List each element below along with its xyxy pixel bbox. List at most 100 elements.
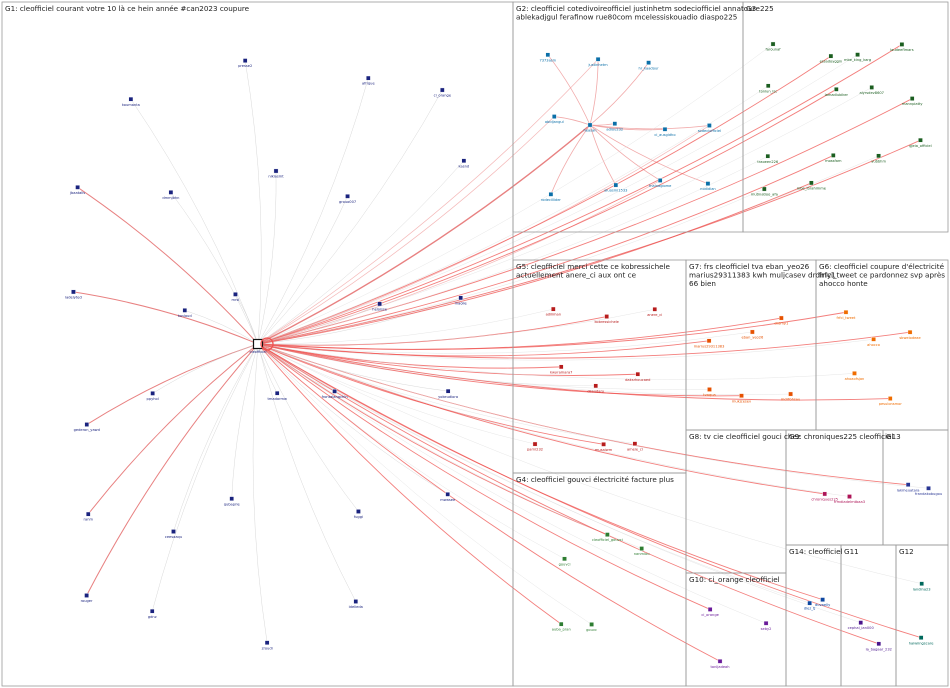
node-label: marius29311383 [694,344,725,348]
node-label: laudeeflmars [890,48,914,52]
node-label: ppyhol [147,397,159,401]
node-label: gouvc [586,628,597,632]
node-label: niklasmt [268,175,284,179]
node-label: dmmjbhn [162,196,179,200]
node-avatar-icon [562,557,566,561]
node-label: heasan [583,129,596,133]
node-avatar-icon [233,292,237,296]
node-label: mwasee [440,498,456,502]
node-label: mbe_king_karg [844,58,871,62]
node-label: yokeudiora [438,395,458,399]
node-avatar-icon [707,339,711,343]
node-label: cleofficiel [249,350,266,354]
node-avatar-icon [888,396,892,400]
node-avatar-icon [446,492,450,496]
node-avatar-icon [779,316,783,320]
node-avatar-icon [926,486,930,490]
node-label: zroudi [262,646,273,650]
node-avatar-icon [151,391,155,395]
group-title-g7-line-2: 66 bien [689,279,716,288]
node-label: tonljadeah [710,665,729,669]
node-label: ahocco [867,343,880,347]
group-title-g11-line-0: G11 [844,547,859,556]
node-avatar-icon [808,601,812,605]
node-avatar-icon [129,97,133,101]
node-avatar-icon [877,642,881,646]
node-label: kasnd [459,164,470,168]
node-label: 7373asm [539,58,556,62]
node-label: mutinatioo_afa [751,193,778,197]
node-avatar-icon [788,392,792,396]
group-title-g6-line-2: ahocco honte [819,279,868,288]
node-avatar-icon [876,154,880,158]
node-avatar-icon [762,187,766,191]
node-avatar-icon [908,330,912,334]
node-label: ci_orange [701,613,719,617]
node-avatar-icon [601,442,605,446]
node-avatar-icon [653,307,657,311]
node-avatar-icon [707,387,711,391]
group-title-g13-line-0: G13 [886,432,901,441]
group-title-g14-line-0: G14: cleofficiel [789,547,843,556]
node-avatar-icon [345,194,349,198]
node-avatar-icon [870,85,874,89]
group-title-g4-line-0: G4: cleofficiel gouvci électricité factu… [516,475,674,484]
node-label: tmadarmw [267,397,287,401]
node-label: presse2 [238,64,252,68]
node-avatar-icon [718,659,722,663]
node-avatar-icon [589,622,593,626]
node-label: dsaudary [587,389,605,393]
node-label: gouvci [559,562,571,566]
node-label: eban_yeo26 [741,336,764,340]
node-avatar-icon [71,290,75,294]
node-avatar-icon [596,57,600,61]
node-avatar-icon [847,494,851,498]
node-avatar-icon [85,422,89,426]
node-avatar-icon [821,598,825,602]
node-label: la_bagaar_232 [866,647,892,651]
node-label: cleofficiel_gouvci [592,538,623,542]
node-label: fnalnagiome [649,184,672,188]
node-avatar-icon [823,492,827,496]
node-label: nanmiou [634,552,650,556]
node-avatar-icon [243,59,247,63]
node-label: gdnz [148,615,157,619]
node-avatar-icon [844,310,848,314]
node-avatar-icon [918,138,922,142]
node-avatar-icon [910,96,914,100]
node-avatar-icon [614,183,618,187]
node-label: kobressichele [594,320,619,324]
node-avatar-icon [551,307,555,311]
node-avatar-icon [640,546,644,550]
node-avatar-icon [706,182,710,186]
node-label: tonlaud [178,314,192,318]
node-avatar-icon [462,159,466,163]
node-label: ameie_cl [627,447,643,451]
node-avatar-icon [356,509,360,513]
node-avatar-icon [900,42,904,46]
group-title-g10-line-0: G10: ci_orange cleofficiel [689,575,780,584]
node-label: frandakobugou [915,492,942,496]
node-label: mossfam [825,159,842,163]
node-label: sodeciofficiel [698,129,721,133]
node-label: koumanta [122,103,140,107]
node-avatar-icon [739,394,743,398]
node-avatar-icon [633,442,637,446]
node-label: gederon_yawd [74,428,100,432]
node-label: lamadlubiker [825,93,849,97]
node-avatar-icon [636,372,640,376]
group-title-g2-line-1: ablekadjgul ferafinow rue80com mcelessis… [516,13,737,22]
node-avatar-icon [594,384,598,388]
node-avatar-icon [809,181,813,185]
node-label: tonlun_lsc [759,89,777,93]
node-label: ahoaofsjan [845,377,865,381]
node-avatar-icon [440,88,444,92]
group-title-g8-line-0: G8: tv cie cleofficiel gouci chez [689,432,801,441]
node-avatar-icon [332,389,336,393]
node-avatar-icon [533,442,537,446]
node-avatar-icon [855,53,859,57]
node-label: kwyramara7 [550,370,573,374]
node-avatar-icon [275,391,279,395]
